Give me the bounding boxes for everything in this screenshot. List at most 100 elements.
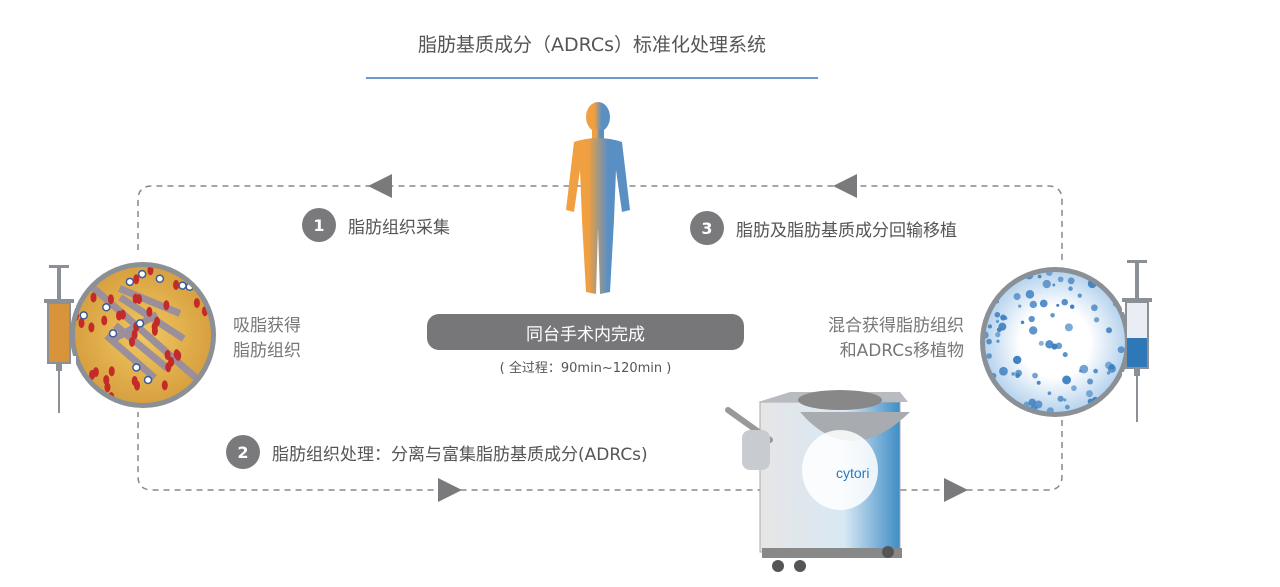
cell-mark bbox=[1067, 277, 1075, 285]
cell-mark bbox=[1087, 378, 1094, 385]
stem-cell-mark bbox=[137, 269, 147, 279]
cell-mark bbox=[1047, 391, 1052, 396]
step-label: 脂肪组织采集 bbox=[348, 217, 450, 238]
arrow-right-icon bbox=[438, 478, 462, 502]
red-cell-mark bbox=[94, 267, 101, 278]
step-2: 2 脂肪组织处理：分离与富集脂肪基质成分(ADRCs) bbox=[226, 435, 648, 469]
arrow-right-icon bbox=[944, 478, 968, 502]
cell-mark bbox=[1029, 300, 1037, 309]
cell-mark bbox=[1042, 279, 1051, 289]
cell-mark bbox=[994, 311, 1001, 318]
cell-mark bbox=[1062, 352, 1068, 358]
red-cell-mark bbox=[133, 274, 140, 285]
step-1: 1 脂肪组织采集 bbox=[302, 208, 450, 242]
cell-mark bbox=[1028, 398, 1036, 406]
cell-mark bbox=[1038, 340, 1044, 346]
stem-cell-mark bbox=[143, 375, 153, 385]
red-cell-mark bbox=[173, 349, 180, 360]
red-cell-mark bbox=[116, 310, 123, 321]
stem-cell-mark bbox=[132, 363, 141, 372]
stem-cell-mark bbox=[178, 281, 187, 290]
red-cell-mark bbox=[163, 300, 170, 311]
cell-mark bbox=[1065, 404, 1070, 410]
cytori-device: cytori bbox=[725, 390, 910, 572]
cell-mark bbox=[1057, 395, 1064, 402]
red-cell-mark bbox=[164, 349, 171, 360]
stem-cell-mark bbox=[93, 267, 102, 272]
red-cell-mark bbox=[82, 387, 89, 398]
stem-cell-mark bbox=[108, 329, 118, 338]
cell-mark bbox=[1011, 372, 1016, 376]
cell-mark bbox=[1000, 314, 1007, 321]
cell-mark bbox=[996, 339, 1000, 343]
cell-mark bbox=[1020, 320, 1025, 325]
red-cell-mark bbox=[168, 356, 175, 367]
cell-mark bbox=[995, 331, 1001, 338]
cell-mark bbox=[1046, 407, 1054, 412]
duration-note: ( 全过程：90min~120min ) bbox=[499, 361, 672, 376]
red-cell-mark bbox=[103, 374, 110, 385]
cell-mark bbox=[999, 366, 1008, 376]
red-cell-mark bbox=[88, 322, 95, 333]
cell-mark bbox=[994, 279, 999, 284]
cell-mark bbox=[1062, 375, 1071, 385]
cell-mark bbox=[1106, 327, 1113, 334]
cell-mark bbox=[1093, 368, 1098, 374]
syringe-right-icon bbox=[1122, 260, 1152, 422]
step-label: 脂肪及脂肪基质成分回输移植 bbox=[736, 220, 957, 241]
red-cell-mark bbox=[151, 325, 158, 336]
cell-mark bbox=[1079, 364, 1089, 374]
syringe-left-icon bbox=[44, 265, 74, 413]
step-number-badge: 2 bbox=[226, 435, 260, 469]
right-caption-line: 混合获得脂肪组织 bbox=[828, 316, 964, 336]
right-caption-line: 和ADRCs移植物 bbox=[839, 341, 964, 361]
red-cell-mark bbox=[161, 380, 168, 391]
cell-mark bbox=[1015, 369, 1023, 377]
right-caption: 混合获得脂肪组织 和ADRCs移植物 bbox=[760, 314, 964, 364]
cell-mark bbox=[1029, 326, 1038, 335]
cell-mark bbox=[1091, 304, 1098, 312]
cell-mark bbox=[1018, 304, 1022, 308]
red-cell-mark bbox=[95, 396, 102, 403]
adrc-cells-illustration bbox=[980, 267, 1134, 417]
human-figure bbox=[566, 102, 630, 294]
red-cell-mark bbox=[136, 294, 143, 305]
cell-mark bbox=[1086, 390, 1093, 398]
cell-mark bbox=[1068, 286, 1073, 291]
cell-mark bbox=[1025, 290, 1035, 299]
same-surgery-pill: 同台手术内完成 bbox=[427, 314, 744, 350]
cell-mark bbox=[986, 338, 992, 345]
cell-mark bbox=[1098, 407, 1107, 412]
stem-cell-mark bbox=[125, 277, 135, 287]
vessel-mark bbox=[118, 285, 182, 317]
step-number-badge: 1 bbox=[302, 208, 336, 242]
cell-mark bbox=[1101, 272, 1108, 280]
cell-mark bbox=[985, 273, 990, 278]
step-label: 脂肪组织处理：分离与富集脂肪基质成分(ADRCs) bbox=[272, 444, 648, 465]
red-cell-mark bbox=[173, 279, 180, 290]
step-3: 3 脂肪及脂肪基质成分回输移植 bbox=[690, 211, 957, 245]
stem-cell-mark bbox=[81, 267, 91, 275]
left-caption-line: 脂肪组织 bbox=[233, 341, 301, 361]
red-cell-mark bbox=[188, 393, 195, 403]
cytori-logo: cytori bbox=[836, 465, 869, 481]
cell-mark bbox=[1045, 272, 1053, 276]
cell-mark bbox=[1050, 313, 1055, 318]
step-number-badge: 3 bbox=[690, 211, 724, 245]
cell-mark bbox=[1028, 315, 1035, 323]
red-cell-mark bbox=[129, 336, 136, 347]
cell-mark bbox=[1105, 361, 1113, 369]
cell-mark bbox=[1036, 380, 1041, 385]
vessel-mark bbox=[118, 294, 186, 342]
cell-mark bbox=[987, 324, 992, 329]
cell-mark bbox=[986, 353, 992, 359]
stem-cell-mark bbox=[102, 303, 111, 312]
vessel-mark bbox=[113, 322, 170, 371]
cell-mark bbox=[1037, 274, 1042, 279]
red-cell-mark bbox=[101, 315, 108, 326]
cell-mark bbox=[1069, 304, 1075, 309]
red-cell-mark bbox=[84, 396, 91, 403]
stem-cell-mark bbox=[155, 274, 165, 283]
arrow-left-icon bbox=[833, 174, 857, 198]
cell-mark bbox=[1093, 317, 1100, 323]
